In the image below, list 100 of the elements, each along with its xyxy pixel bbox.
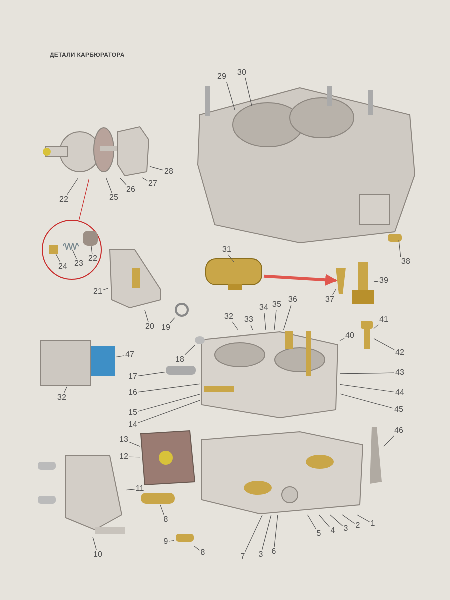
leader-line [126,489,136,491]
leader-line [398,240,402,258]
callout-number: 46 [394,427,404,435]
leader-line [226,82,236,110]
leader-line [194,546,200,551]
tube-drawing [140,492,176,505]
callout-number: 34 [260,304,268,312]
callout-number: 17 [128,373,138,381]
leader-line [356,514,370,522]
callout-number: 25 [110,194,118,202]
callout-number: 29 [218,73,226,81]
leader-line [274,514,278,548]
callout-number: 16 [128,389,138,397]
leader-line [138,372,166,376]
leader-line [106,178,112,194]
callout-number: 45 [394,406,404,414]
pump-cover-drawing [42,125,150,178]
callout-number: 22 [88,255,98,263]
leader-line [91,246,93,254]
callout-number: 3 [258,551,264,559]
arrow [264,274,338,286]
callout-number: 9 [164,538,168,546]
callout-number: 5 [316,530,322,538]
callout-number: 20 [146,323,154,331]
callout-number: 44 [396,389,404,397]
screw-drawing [49,245,58,254]
screw-drawing [165,364,197,376]
callout-number: 39 [380,277,388,285]
carburetor-body-drawing [200,330,340,420]
needle-drawing [336,268,346,294]
leader-line [160,504,164,516]
callout-number: 32 [224,313,234,321]
valve-drawing [83,231,98,246]
leader-line [129,456,140,458]
leader-line [170,318,176,324]
callout-number: 26 [126,186,136,194]
leader-line [168,540,174,542]
callout-number: 1 [370,520,376,528]
callout-number: 15 [128,409,138,417]
callout-number: 21 [94,288,102,296]
flange-plate-drawing [140,430,196,486]
callout-number: 31 [222,246,232,254]
callout-number: 13 [120,436,128,444]
leader-line [374,281,379,282]
leader-line [284,304,292,330]
leader-line [138,384,200,393]
leader-line [374,324,379,330]
callout-number: 22 [60,196,68,204]
carburetor-cover-drawing [195,85,417,245]
leader-line [67,178,79,196]
callout-number: 14 [128,421,138,429]
callout-number: 8 [200,549,206,557]
callout-number: 37 [326,296,334,304]
leader-line [138,400,200,424]
rod-drawing [368,425,384,485]
leader-line [103,288,108,290]
callout-number: 38 [402,258,410,266]
leader-line [79,178,90,220]
leader-line [245,514,263,552]
leader-line [332,289,336,296]
leader-line [318,514,330,528]
callout-number: 27 [148,180,158,188]
callout-number: 43 [396,369,404,377]
callout-number: 35 [272,301,282,309]
leader-line [232,322,238,330]
leader-line [340,372,395,374]
callout-number: 10 [94,551,102,559]
leader-line [307,514,316,530]
callout-number: 23 [74,260,84,268]
washer-drawing [194,336,206,345]
leader-line [330,514,344,526]
leader-line [56,254,61,262]
callout-number: 30 [238,69,246,77]
callout-number: 18 [176,356,184,364]
leader-line [250,324,254,330]
callout-number: 28 [164,168,174,176]
leader-line [340,394,394,409]
callout-number: 2 [356,522,360,530]
leader-line [374,338,395,350]
leader-line [150,166,164,171]
valve-seat-drawing [352,262,374,304]
lever-drawing [108,248,163,310]
callout-number: 6 [272,548,276,556]
callout-number: 24 [58,263,68,271]
leader-line [92,536,97,550]
leader-line [144,310,149,322]
float-drawing [205,258,263,291]
leader-line [64,386,68,394]
callout-number: 40 [346,332,354,340]
leader-line [184,344,196,356]
spring-drawing [174,302,190,318]
callout-number: 36 [288,296,298,304]
base-drawing [200,430,365,515]
callout-number: 41 [380,316,388,324]
callout-number: 11 [136,485,144,493]
leader-line [245,78,252,106]
leader-line [342,514,356,524]
callout-number: 4 [330,527,336,535]
pump-housing-drawing [40,340,116,387]
callout-number: 32 [58,394,66,402]
